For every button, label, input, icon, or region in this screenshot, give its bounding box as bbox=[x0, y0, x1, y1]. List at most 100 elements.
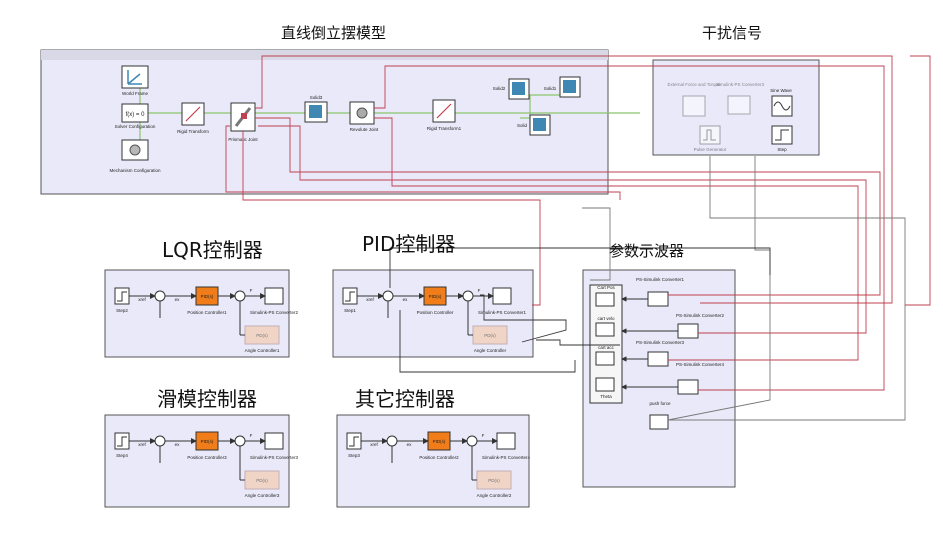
step-source-block[interactable] bbox=[114, 287, 130, 305]
simulink-ps-converter-block[interactable] bbox=[496, 432, 516, 450]
sum-block-1[interactable] bbox=[154, 290, 166, 302]
converter-label: Simulink-PS Converter3 bbox=[250, 455, 299, 460]
world-frame-label: World Frame bbox=[122, 91, 148, 96]
sum-block-1[interactable] bbox=[386, 435, 398, 447]
step-source-block[interactable] bbox=[346, 432, 362, 450]
position-controller-label: Position Controller2 bbox=[419, 455, 459, 460]
ex-label: ex bbox=[403, 297, 409, 302]
step-block[interactable]: Step bbox=[771, 125, 793, 152]
scope2-label: cart velo bbox=[597, 316, 615, 321]
position-controller-block[interactable]: PID(s) bbox=[427, 431, 451, 451]
simulink-ps-converter-block[interactable] bbox=[264, 432, 284, 450]
pulse-generator-label: Pulse Generator bbox=[694, 147, 727, 152]
other-title: 其它控制器 bbox=[355, 387, 455, 411]
external-force-block[interactable]: External Force and Torque bbox=[668, 82, 721, 117]
solid-block[interactable]: Solid bbox=[517, 114, 551, 136]
signal-wires bbox=[225, 55, 931, 421]
step-label: Step2 bbox=[116, 308, 128, 313]
rigid-transform-block[interactable]: Rigid Transform bbox=[177, 102, 209, 134]
xref-label: xref bbox=[138, 297, 146, 302]
ex-label: ex bbox=[175, 442, 181, 447]
position-controller-block[interactable]: PID(s) bbox=[195, 431, 219, 451]
sine-wave-label: Sine Wave bbox=[770, 88, 792, 93]
rigid-transform1-block[interactable]: Rigid Transform1 bbox=[427, 99, 462, 131]
converter-label: Simulink-PS Converter4 bbox=[482, 455, 531, 460]
sum-block-1[interactable] bbox=[382, 290, 394, 302]
angle-controller-label: Angle Controller1 bbox=[245, 348, 280, 353]
sine-wave-block[interactable]: Sine Wave bbox=[770, 88, 793, 117]
angle-controller-text: PD(s) bbox=[484, 333, 496, 338]
position-controller-text: PID(s) bbox=[429, 294, 442, 299]
solid2-label: Solid2 bbox=[493, 86, 506, 91]
solver-fx-text: f(x) = 0 bbox=[126, 112, 146, 118]
smc-title: 滑模控制器 bbox=[157, 387, 257, 411]
step-label: Step3 bbox=[348, 453, 360, 458]
angle-controller-label: Angle Controller2 bbox=[477, 493, 512, 498]
scope2-block[interactable]: cart velo bbox=[595, 316, 615, 337]
sum-block-1[interactable] bbox=[154, 435, 166, 447]
angle-controller-block[interactable]: PD(s) bbox=[244, 325, 280, 345]
scope1-block[interactable]: Cart Pos bbox=[595, 285, 615, 307]
sum-block-2[interactable] bbox=[462, 290, 474, 302]
step-label: Step4 bbox=[116, 453, 128, 458]
pid-title: PID控制器 bbox=[362, 232, 456, 256]
position-controller-text: PID(s) bbox=[201, 439, 214, 444]
simulink-ps-converter-block[interactable] bbox=[492, 287, 512, 305]
push-force-block[interactable]: push force bbox=[649, 401, 671, 430]
simulink-ps-converter-block[interactable] bbox=[264, 287, 284, 305]
scope3-label: cart acc bbox=[598, 345, 615, 350]
position-controller-block[interactable]: PID(s) bbox=[423, 286, 447, 306]
position-controller-text: PID(s) bbox=[201, 294, 214, 299]
solid1-block[interactable]: Solid1 bbox=[544, 76, 581, 98]
angle-controller-label: Angle Controller bbox=[474, 348, 507, 353]
ps-conv2-label: PS-Simulink Converter2 bbox=[676, 313, 725, 318]
ps-conv2-block[interactable]: PS-Simulink Converter2 bbox=[676, 313, 725, 339]
revolute-joint-block[interactable]: Revolute Joint bbox=[349, 101, 379, 132]
step-source-block[interactable] bbox=[114, 432, 130, 450]
sum-block-2[interactable] bbox=[234, 290, 246, 302]
disturb-converter-block[interactable]: Simulink-PS Converter3 bbox=[716, 82, 765, 115]
mechanism-config-label: Mechanism Configuration bbox=[109, 168, 161, 173]
step-source-block[interactable] bbox=[342, 287, 358, 305]
sum-block-2[interactable] bbox=[234, 435, 246, 447]
angle-controller-block[interactable]: PD(s) bbox=[244, 470, 280, 490]
solid-label: Solid bbox=[517, 123, 528, 128]
angle-controller-text: PD(s) bbox=[488, 478, 500, 483]
solid1-label: Solid1 bbox=[544, 86, 557, 91]
step-label: Step1 bbox=[344, 308, 356, 313]
scope1-label: Cart Pos bbox=[597, 285, 615, 290]
angle-controller-block[interactable]: PD(s) bbox=[476, 470, 512, 490]
disturb-converter-label: Simulink-PS Converter3 bbox=[716, 82, 765, 87]
step-label: Step bbox=[777, 147, 787, 152]
angle-controller-block[interactable]: PD(s) bbox=[472, 325, 508, 345]
mechanism-config-block[interactable]: Mechanism Configuration bbox=[109, 139, 161, 173]
lqr-controller-subsystem[interactable]: Step2 xref ex PID(s) Position Controller1 F Si… bbox=[104, 269, 299, 358]
force-label: F bbox=[250, 288, 253, 293]
mechanism-gear-icon bbox=[129, 144, 141, 156]
sum-block-2[interactable] bbox=[466, 435, 478, 447]
lqr-title: LQR控制器 bbox=[162, 238, 263, 262]
scope3-block[interactable]: cart acc bbox=[595, 345, 615, 366]
position-controller-label: Position Controller1 bbox=[187, 310, 227, 315]
converter-label: Simulink-PS Converter2 bbox=[250, 310, 299, 315]
converter-label: Simulink-PS Converter1 bbox=[478, 310, 527, 315]
world-frame-block[interactable]: World Frame bbox=[121, 65, 149, 96]
disturbance-subsystem[interactable]: External Force and Torque Simulink-PS Co… bbox=[652, 59, 820, 156]
solver-config-label: Solver Configuration bbox=[115, 124, 156, 129]
push-force-label: push force bbox=[649, 401, 671, 406]
scope-subsystem[interactable]: Cart Pos cart velo cart acc Theta PS-Sim… bbox=[582, 269, 736, 488]
solid2-block[interactable]: Solid2 bbox=[493, 78, 530, 100]
pulse-generator-block[interactable]: Pulse Generator bbox=[694, 125, 727, 152]
ex-label: ex bbox=[175, 297, 181, 302]
solver-config-block[interactable]: f(x) = 0 Solver Configuration bbox=[115, 103, 156, 129]
plant-subsystem[interactable]: World Frame f(x) = 0 Solver Configuratio… bbox=[40, 49, 640, 195]
position-controller-block[interactable]: PID(s) bbox=[195, 286, 219, 306]
revolute-joint-label: Revolute Joint bbox=[350, 127, 379, 132]
scope4-block[interactable]: Theta bbox=[595, 377, 615, 399]
solid3-block[interactable]: Solid3 bbox=[304, 95, 328, 123]
disturb-title: 干扰信号 bbox=[702, 24, 763, 42]
